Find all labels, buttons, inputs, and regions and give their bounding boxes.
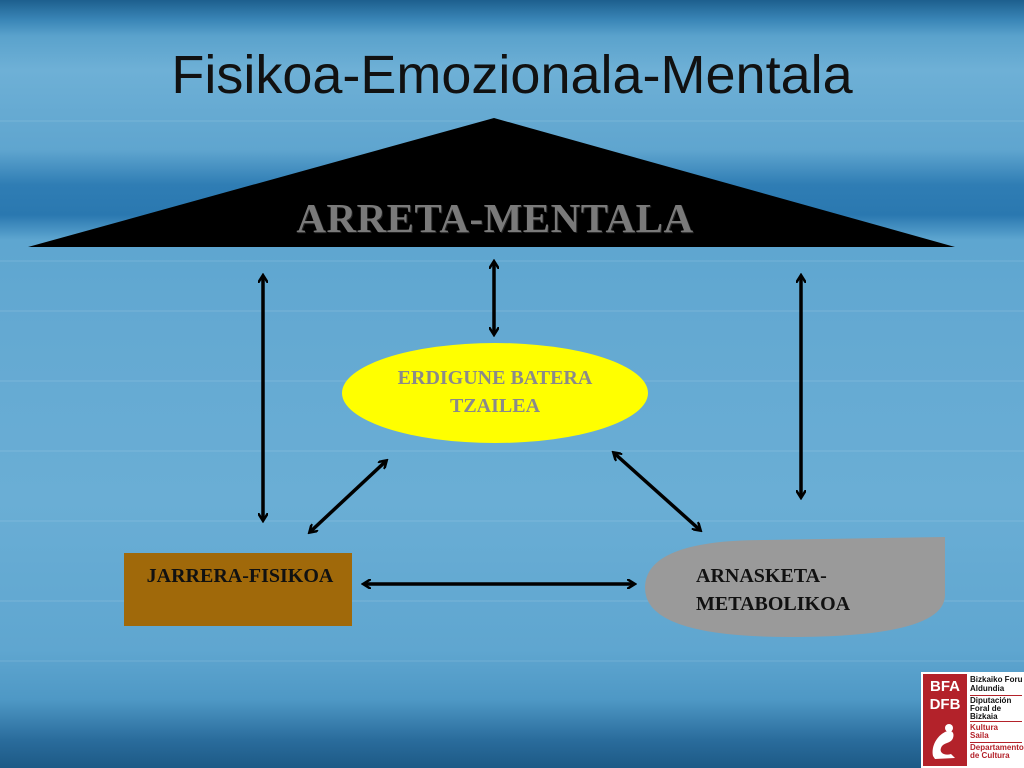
logo-emblem-icon: [932, 724, 955, 759]
right-oval-label: ARNASKETA-METABOLIKOA: [696, 565, 851, 615]
logo-text-5: Kultura: [970, 723, 998, 732]
slide-title: Fisikoa-Emozionala-Mentala: [171, 45, 853, 105]
roof-label: ARRETA-MENTALA: [296, 195, 694, 241]
logo-red-panel: [923, 674, 967, 766]
arrow-center-left-diagonal: [310, 461, 386, 532]
logo-text-8: de Cultura: [970, 751, 1010, 760]
logo-text-6: Saila: [970, 731, 989, 740]
logo-text-2: Aldundia: [970, 684, 1005, 693]
logo-text-7: Departamento: [970, 743, 1024, 752]
logo-text-4: Foral de Bizkaia: [970, 704, 1002, 721]
logo-text-1: Bizkaiko Foru: [970, 675, 1023, 684]
logo-acronym-2: DFB: [929, 696, 961, 713]
left-box: [124, 553, 352, 626]
roof-triangle: [28, 118, 955, 247]
logo-text-3: Diputación: [970, 696, 1012, 705]
bfa-dfb-logo: BFA DFB Bizkaiko Foru Aldundia Diputació…: [921, 672, 1024, 768]
center-ellipse: [342, 343, 648, 443]
center-label: ERDIGUNE BATERATZAILEA: [397, 367, 593, 417]
right-oval: [645, 537, 945, 637]
left-box-label: JARRERA-FISIKOA: [146, 565, 334, 587]
arrow-center-right-diagonal: [614, 453, 700, 530]
logo-acronym-1: BFA: [930, 678, 960, 695]
